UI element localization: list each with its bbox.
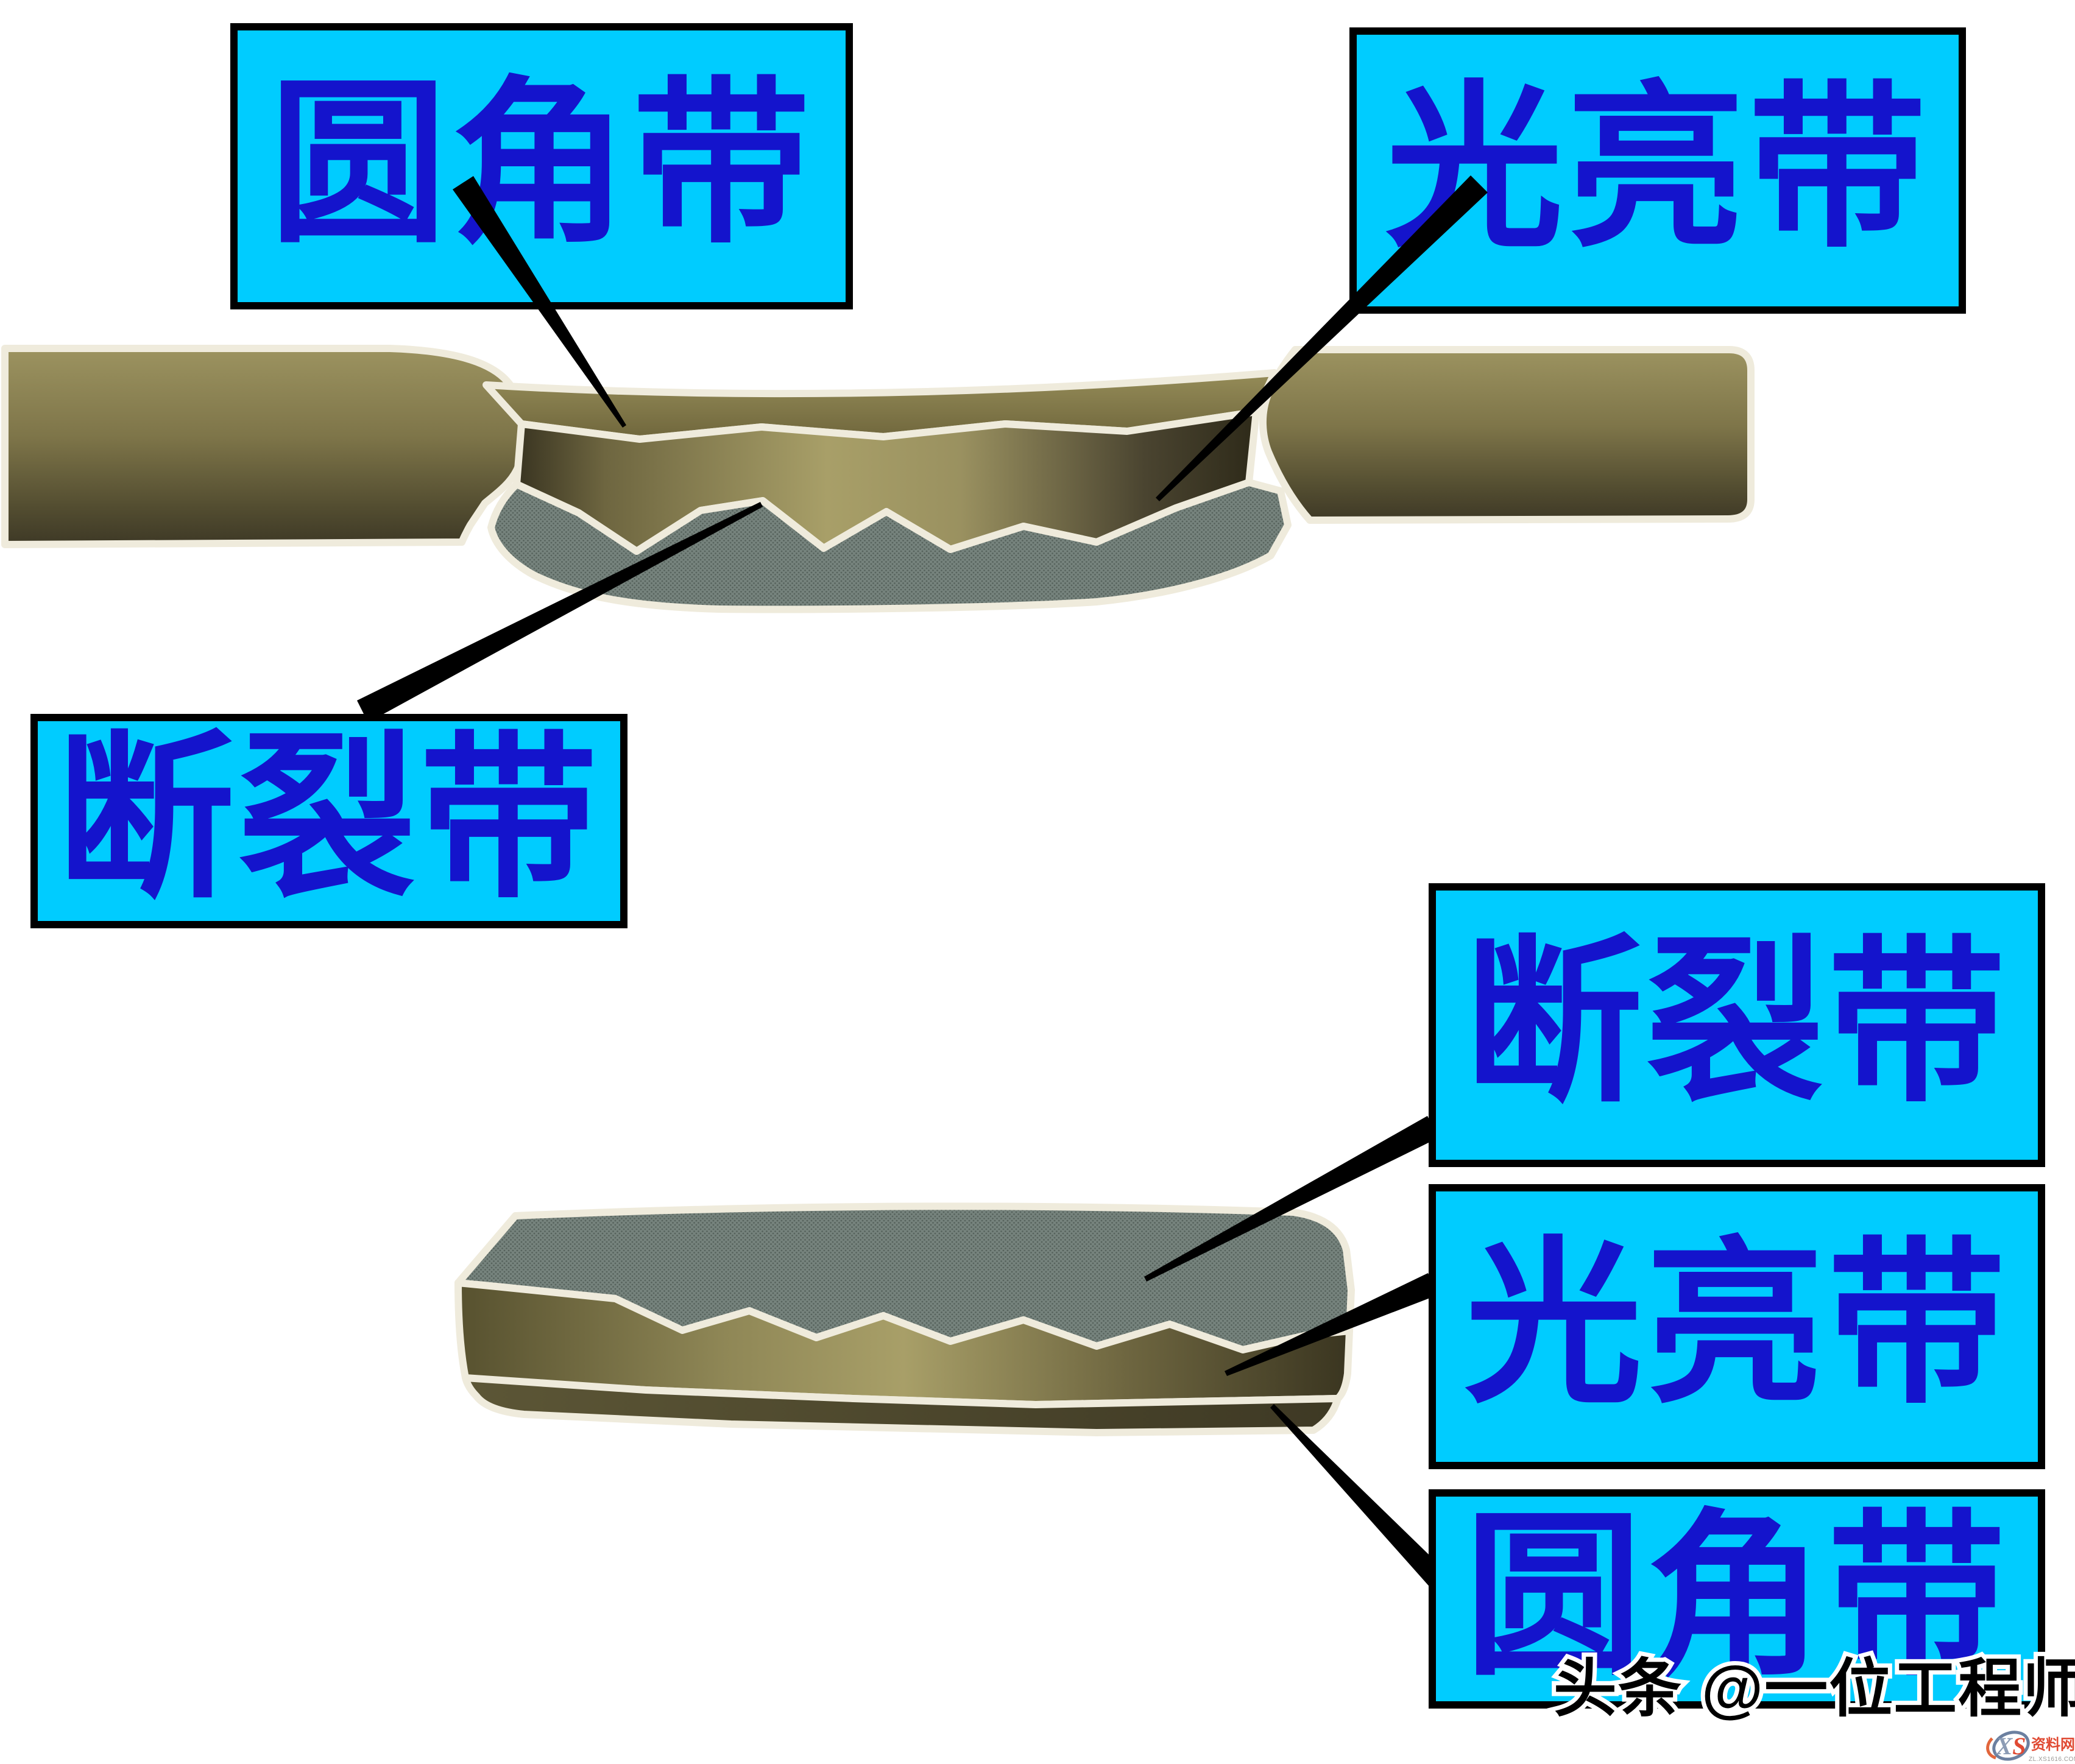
leader-line-fillet-bottom — [1270, 1404, 1470, 1612]
leader-line-fracture-top — [357, 502, 763, 722]
label-box-bright-bottom: 光亮带 — [1429, 1184, 2045, 1469]
label-box-fillet-top: 圆角带 — [230, 23, 853, 309]
label-box-fracture-bottom: 断裂带 — [1429, 883, 2045, 1167]
slug-fillet-band-shape — [462, 1374, 1342, 1436]
label-fracture-bottom: 断裂带 — [1465, 926, 2009, 1123]
leader-line-bright-bottom — [1225, 1273, 1438, 1376]
label-box-fracture-top: 断裂带 — [30, 714, 627, 928]
label-bright-top: 光亮带 — [1385, 72, 1930, 269]
leader-line-fracture-bottom — [1144, 1116, 1438, 1282]
slug-side-view — [454, 1202, 1355, 1436]
label-box-fillet-bottom: 圆角带 — [1429, 1489, 2045, 1709]
label-fillet-top: 圆角带 — [269, 68, 814, 264]
label-box-bright-top: 光亮带 — [1349, 27, 1966, 314]
label-bright-bottom: 光亮带 — [1465, 1228, 2009, 1425]
fracture-band-shape — [487, 479, 1292, 613]
label-fracture-top: 断裂带 — [57, 722, 601, 919]
label-fillet-bottom: 圆角带 — [1465, 1500, 2009, 1697]
